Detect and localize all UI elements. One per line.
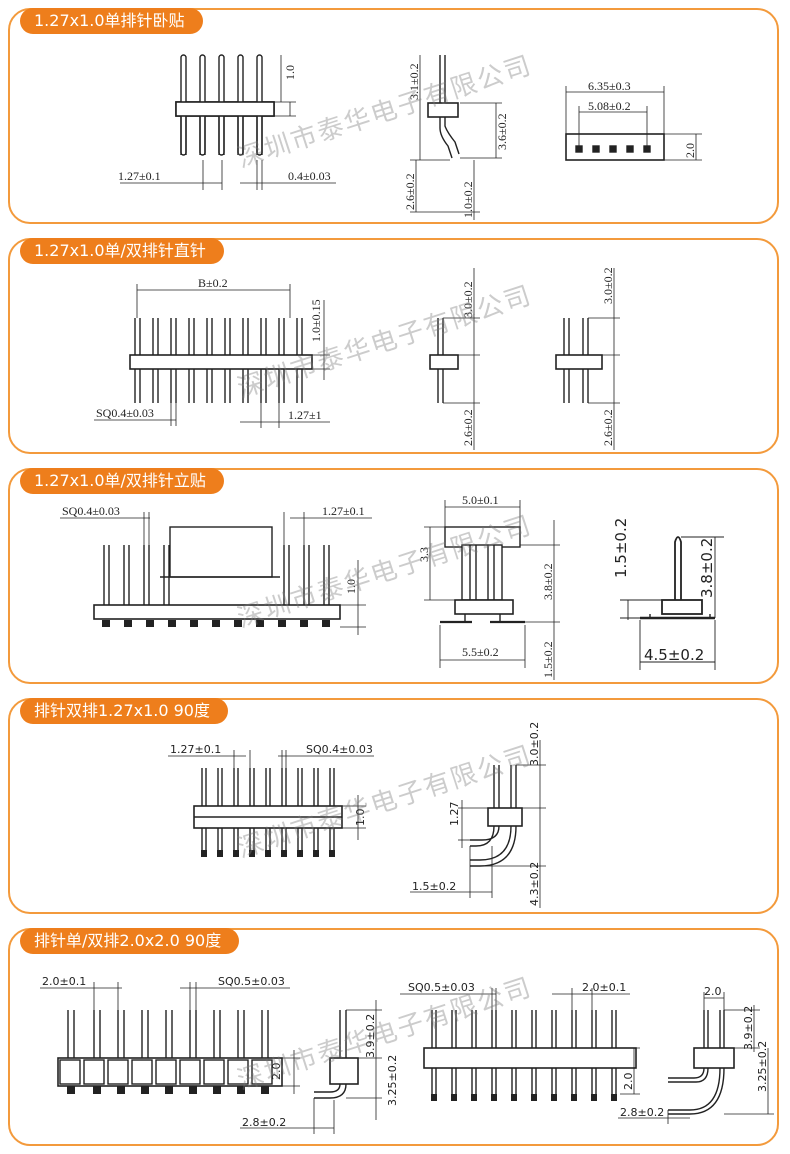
s5-dim-bot-b: 3.25±0.2 (756, 1041, 769, 1092)
s3-dim-foot: 5.5±0.2 (462, 645, 499, 659)
s3-dim-cap: 5.0±0.1 (462, 493, 499, 507)
section-5-panel: 排针单/双排2.0x2.0 90度 (8, 928, 779, 1146)
s4-dim-row: 1.27 (448, 802, 461, 827)
s4-dim-tail: 1.5±0.2 (412, 880, 456, 893)
s4-dim-pin: SQ0.4±0.03 (306, 743, 373, 756)
s3-dim-height: 3.8±0.2 (541, 563, 555, 600)
s2-front-view (94, 284, 330, 428)
s5-side-view-a (240, 1000, 382, 1134)
s2-dim-bot-b: 2.6±0.2 (601, 409, 615, 446)
s5-dim-pitch: 2.0±0.1 (42, 975, 86, 988)
s5-dim-bot-a: 3.25±0.2 (386, 1055, 399, 1106)
s1-dim-top: 3.1±0.2 (407, 63, 421, 100)
s1-dim-width: 6.35±0.3 (588, 79, 631, 93)
s5-dim-top-a: 3.9±0.2 (364, 1014, 377, 1058)
s2-dim-top-a: 3.0±0.2 (461, 281, 475, 318)
section-5-title: 排针单/双排2.0x2.0 90度 (20, 928, 240, 954)
s1-dim-span: 5.08±0.2 (588, 99, 631, 113)
s5-dim-base: 2.0 (270, 1063, 283, 1081)
s5-side-view-b (618, 992, 774, 1124)
s5-dim-row-b: 2.0 (704, 985, 722, 998)
s1-front-view (120, 54, 336, 190)
s1-dim-bottom: 2.6±0.2 (403, 173, 417, 210)
s3-side-view (424, 500, 560, 680)
s4-side-view (410, 740, 546, 908)
s5-dim-tail-a: 2.8±0.2 (242, 1116, 286, 1129)
s3-detail-dim-width: 4.5±0.2 (644, 646, 704, 664)
s1-top-view (565, 86, 702, 161)
s2-side-view-b (555, 268, 620, 450)
s2-dim-b: B±0.2 (198, 276, 228, 290)
s2-dim-top-b: 3.0±0.2 (601, 267, 615, 304)
s3-detail-view (620, 536, 724, 670)
s3-dim-pin: SQ0.4±0.03 (62, 504, 120, 518)
s3-detail-dim-top: 1.5±0.2 (612, 518, 630, 578)
s4-dim-depth: 4.3±0.2 (528, 862, 541, 906)
section-4-title: 排针双排1.27x1.0 90度 (20, 698, 228, 724)
section-4-panel: 排针双排1.27x1.0 90度 (8, 698, 779, 914)
s3-detail-dim-height: 3.8±0.2 (698, 538, 716, 598)
s1-dim-depth: 2.0 (683, 143, 697, 158)
s5-front-view (40, 982, 300, 1094)
s2-dim-pitch: 1.27±1 (288, 408, 322, 422)
s4-dim-pitch: 1.27±0.1 (170, 743, 221, 756)
s2-side-view-a (429, 268, 480, 450)
section-3-title: 1.27x1.0单/双排针立贴 (20, 468, 224, 494)
s1-dim-foot: 1.0±0.2 (461, 181, 475, 218)
s4-dim-top: 3.0±0.2 (528, 722, 541, 766)
s5-dim-pitch-b: 2.0±0.1 (582, 981, 626, 994)
s2-dim-bot-a: 2.6±0.2 (461, 409, 475, 446)
s5-dim-base-b: 2.0 (622, 1073, 635, 1091)
section-3-panel: 1.27x1.0单/双排针立贴 (8, 468, 779, 684)
s1-side-view (410, 55, 502, 220)
s4-front-view (168, 750, 374, 857)
s1-dim-pin: 0.4±0.03 (288, 169, 331, 183)
s3-dim-base: 1.0 (344, 579, 358, 594)
section-2-panel: 1.27x1.0单/双排针直针 (8, 238, 779, 454)
s5-dim-tail-b: 2.8±0.2 (620, 1106, 664, 1119)
s1-dim-side: 3.6±0.2 (495, 113, 509, 150)
s5-front-view-b (400, 988, 640, 1101)
section-1-panel: 1.27x1.0单排针卧贴 (8, 8, 779, 224)
s2-dim-base: 1.0±0.15 (309, 299, 323, 342)
s1-dim-height: 1.0 (283, 65, 297, 80)
s5-dim-pin: SQ0.5±0.03 (218, 975, 285, 988)
s2-dim-pin: SQ0.4±0.03 (96, 406, 154, 420)
s4-dim-base: 1.0 (354, 809, 367, 827)
s3-dim-body: 3.3 (417, 547, 431, 562)
section-1-title: 1.27x1.0单排针卧贴 (20, 8, 203, 34)
s3-front-view (60, 512, 372, 635)
s5-dim-pin-b: SQ0.5±0.03 (408, 981, 475, 994)
s3-dim-pitch: 1.27±0.1 (322, 504, 365, 518)
s1-dim-pitch: 1.27±0.1 (118, 169, 161, 183)
s5-dim-top-b: 3.9±0.2 (742, 1006, 755, 1050)
section-2-title: 1.27x1.0单/双排针直针 (20, 238, 224, 264)
s3-dim-bottom: 1.5±0.2 (541, 641, 555, 678)
